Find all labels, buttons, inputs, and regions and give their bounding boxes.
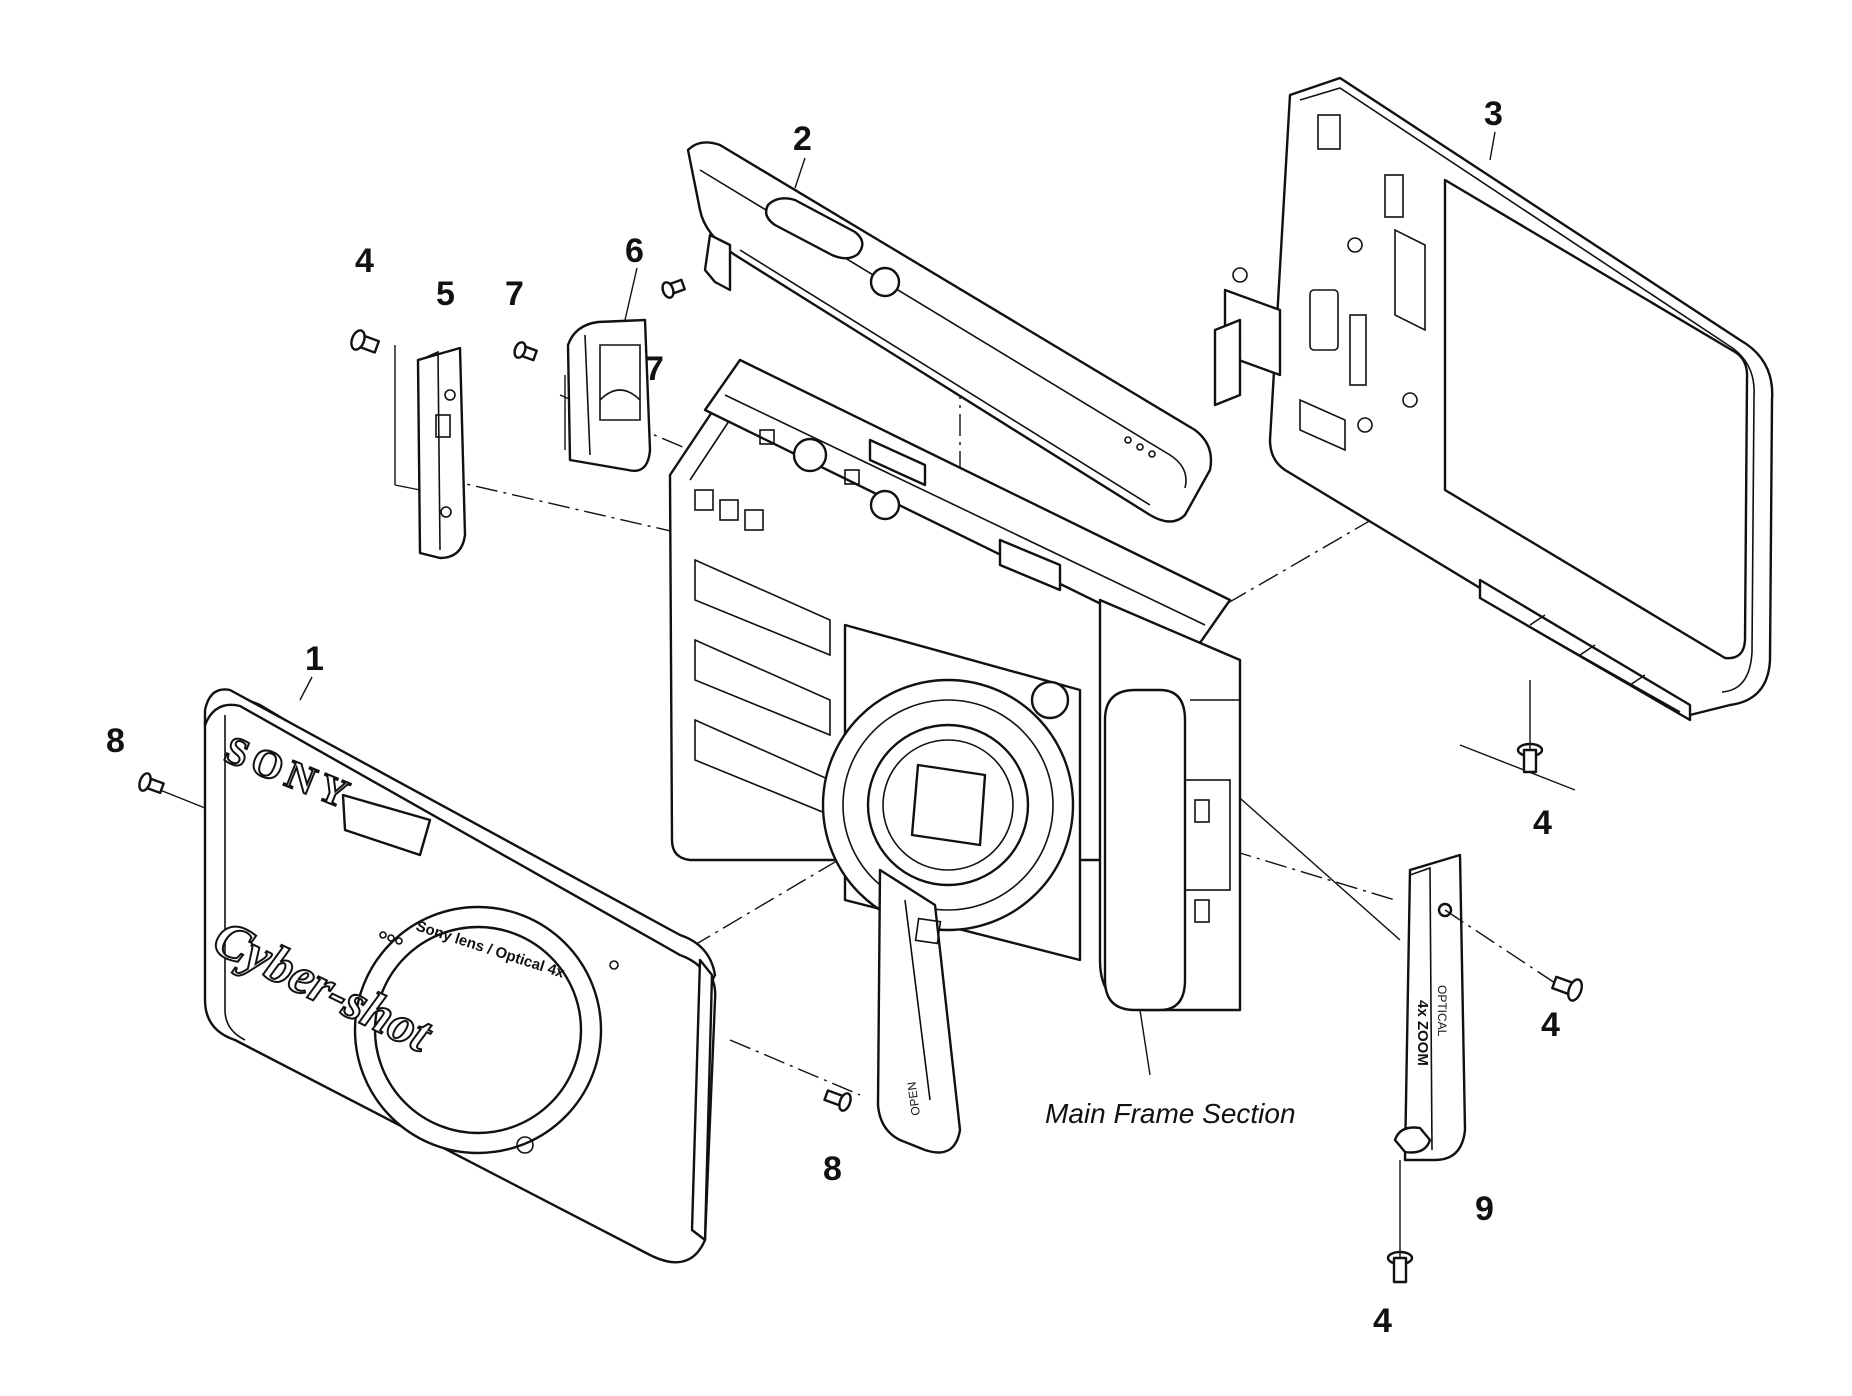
callout-4-bottom: 4 — [1373, 1302, 1392, 1340]
callout-7-top: 7 — [645, 350, 664, 388]
callout-8-left: 8 — [106, 722, 125, 760]
callout-labels: 1 2 3 4 4 4 4 5 6 7 7 8 8 9 — [106, 95, 1560, 1340]
right-side-cover: OPTICAL 4x ZOOM — [1393, 853, 1467, 1162]
front-cabinet: SONY Cyber-shot Sony lens / Optical 4x — [204, 688, 717, 1264]
callout-3: 3 — [1484, 95, 1503, 133]
callout-2: 2 — [793, 120, 812, 158]
callout-6: 6 — [625, 232, 644, 270]
side-cover-zoom-text: 4x ZOOM — [1414, 1000, 1431, 1066]
screw-4-right — [1551, 975, 1583, 1002]
screw-8-left — [138, 772, 165, 795]
screw-7-left — [513, 341, 538, 362]
rear-cabinet — [1213, 76, 1774, 722]
callout-7-left: 7 — [505, 275, 524, 313]
side-cover-optical-text: OPTICAL — [1435, 985, 1449, 1037]
screw-7-top — [661, 278, 686, 299]
top-cover — [686, 141, 1213, 523]
left-side-cover — [394, 345, 467, 560]
screws — [138, 278, 1583, 1284]
main-frame: OPEN — [668, 358, 1242, 1154]
callout-9: 9 — [1475, 1190, 1494, 1228]
battery-lid-marking: OPEN — [904, 1081, 923, 1117]
callout-8-right: 8 — [823, 1150, 842, 1188]
screw-4-top-left — [350, 329, 381, 354]
callout-4-rear: 4 — [1533, 804, 1552, 842]
callout-5: 5 — [436, 275, 455, 313]
screw-4-rear — [1516, 742, 1544, 774]
screw-8-right — [823, 1089, 852, 1112]
callout-4-right: 4 — [1541, 1006, 1560, 1044]
terminal-lid — [564, 318, 652, 472]
callout-1: 1 — [305, 640, 324, 678]
main-frame-caption: Main Frame Section — [1045, 1098, 1296, 1129]
callout-4-top-left: 4 — [355, 242, 374, 280]
